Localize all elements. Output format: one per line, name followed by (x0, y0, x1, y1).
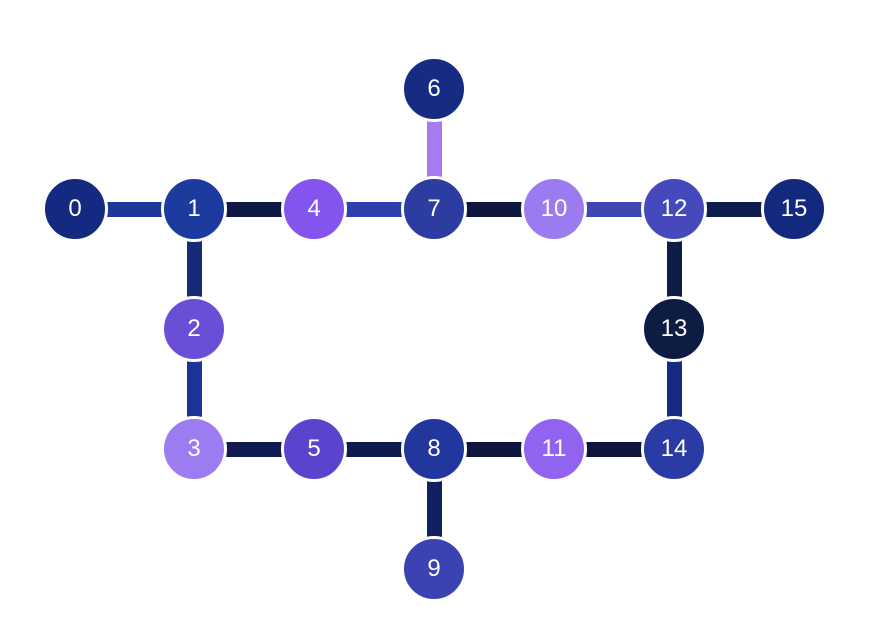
graph-node-14: 14 (641, 416, 707, 482)
graph-node-12: 12 (641, 176, 707, 242)
graph-node-8: 8 (401, 416, 467, 482)
node-label: 10 (540, 195, 568, 222)
node-label: 12 (660, 195, 688, 222)
node-label: 2 (187, 315, 201, 342)
node-label: 15 (780, 195, 808, 222)
graph-node-13: 13 (641, 296, 707, 362)
node-label: 4 (307, 195, 321, 222)
node-label: 5 (307, 435, 321, 462)
node-label: 7 (427, 195, 441, 222)
graph-node-1: 1 (161, 176, 227, 242)
node-label: 9 (427, 555, 441, 582)
node-label: 3 (187, 435, 201, 462)
node-label: 8 (427, 435, 441, 462)
graph-node-5: 5 (281, 416, 347, 482)
graph-node-15: 15 (761, 176, 827, 242)
node-label: 6 (427, 75, 441, 102)
graph-node-3: 3 (161, 416, 227, 482)
graph-node-9: 9 (401, 536, 467, 602)
graph-node-0: 0 (42, 176, 108, 242)
node-label: 11 (541, 435, 567, 462)
node-label: 1 (187, 195, 201, 222)
node-label: 13 (660, 315, 688, 342)
graph-node-11: 11 (521, 416, 587, 482)
node-label: 14 (660, 435, 688, 462)
graph-node-7: 7 (401, 176, 467, 242)
graph-node-6: 6 (401, 56, 467, 122)
node-label: 0 (68, 195, 82, 222)
graph-node-4: 4 (281, 176, 347, 242)
graph-node-2: 2 (161, 296, 227, 362)
graph-node-10: 10 (521, 176, 587, 242)
